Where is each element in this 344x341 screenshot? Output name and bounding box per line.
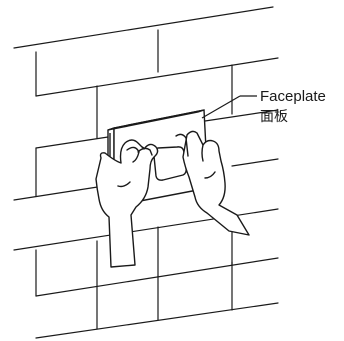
right-hand-palm — [182, 130, 250, 236]
right-hand — [175, 130, 250, 236]
left-hand-palm — [95, 139, 159, 268]
callout-label-zh: 面板 — [260, 109, 288, 125]
callout: Faceplate 面板 — [201, 88, 326, 125]
mortar-line — [13, 185, 105, 201]
left-hand-crease — [117, 181, 131, 188]
mortar-line — [35, 257, 279, 297]
callout-leader — [201, 95, 241, 119]
mortar-line — [35, 136, 109, 149]
faceplate-top — [107, 109, 205, 131]
right-hand-crease — [204, 171, 216, 179]
callout-label-en: Faceplate — [260, 88, 326, 105]
left-hand-thumb — [137, 147, 153, 156]
mortar-line — [35, 57, 279, 97]
mortar-line — [13, 6, 274, 49]
right-hand-finger — [175, 133, 189, 157]
right-hand-thumb — [201, 144, 204, 162]
flush-button-right — [153, 146, 187, 181]
mortar-line — [231, 158, 279, 167]
brick-wall — [13, 6, 279, 339]
mortar-line — [204, 109, 279, 122]
left-hand — [95, 139, 159, 268]
mortar-line — [35, 302, 279, 339]
